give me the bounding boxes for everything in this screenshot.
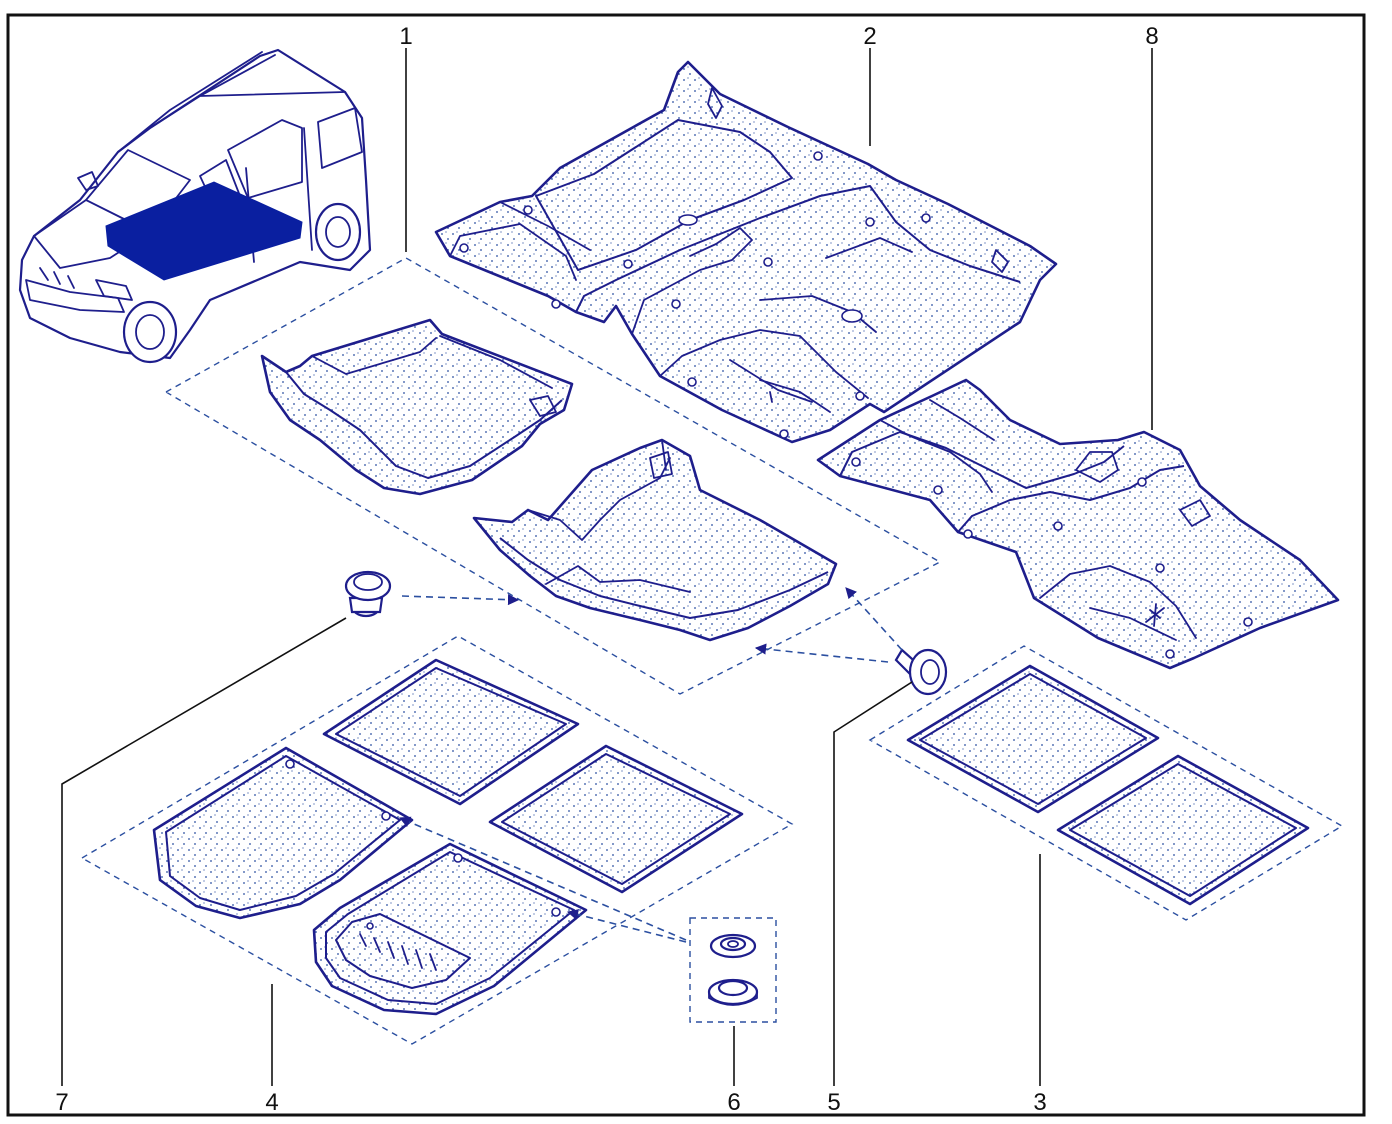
push-clip-7 xyxy=(344,570,392,618)
floor-highlight xyxy=(105,181,303,281)
callout-1: 1 xyxy=(399,23,412,50)
callout-4: 4 xyxy=(265,1089,278,1116)
grommet-top xyxy=(709,933,757,959)
callout-5: 5 xyxy=(827,1089,840,1116)
front-mat-left xyxy=(260,318,574,496)
fastener-5 xyxy=(894,648,948,696)
rear-mat-3a xyxy=(906,664,1160,814)
floor-covering-2 xyxy=(434,60,1058,444)
leader-lines xyxy=(61,48,1153,1086)
vehicle-overview xyxy=(18,48,372,364)
rubber-mat-front-right xyxy=(312,842,588,1016)
arrow-fastener-to-mat-a xyxy=(754,643,889,663)
callout-6: 6 xyxy=(727,1089,740,1116)
arrow-clip-to-mat xyxy=(401,594,520,606)
grommet-bottom xyxy=(707,978,759,1006)
arrow-fastener-to-mat-b xyxy=(845,587,903,651)
group-3-frame xyxy=(868,645,1344,921)
rubber-mat-rear-right xyxy=(488,744,744,894)
callout-8: 8 xyxy=(1145,23,1158,50)
rear-mat-3b xyxy=(1056,754,1310,906)
group-4-frame xyxy=(80,635,794,1045)
arrow-grommet-to-mat-b xyxy=(566,909,687,943)
front-mat-right xyxy=(472,438,838,642)
rubber-mat-rear-left xyxy=(322,658,580,806)
group-6-frame xyxy=(689,917,777,1023)
callout-3: 3 xyxy=(1033,1089,1046,1116)
callout-7: 7 xyxy=(55,1089,68,1116)
callout-2: 2 xyxy=(863,23,876,50)
arrow-grommet-to-mat-a xyxy=(398,816,687,941)
group-1-frame xyxy=(164,257,942,695)
floor-covering-8 xyxy=(816,378,1340,670)
